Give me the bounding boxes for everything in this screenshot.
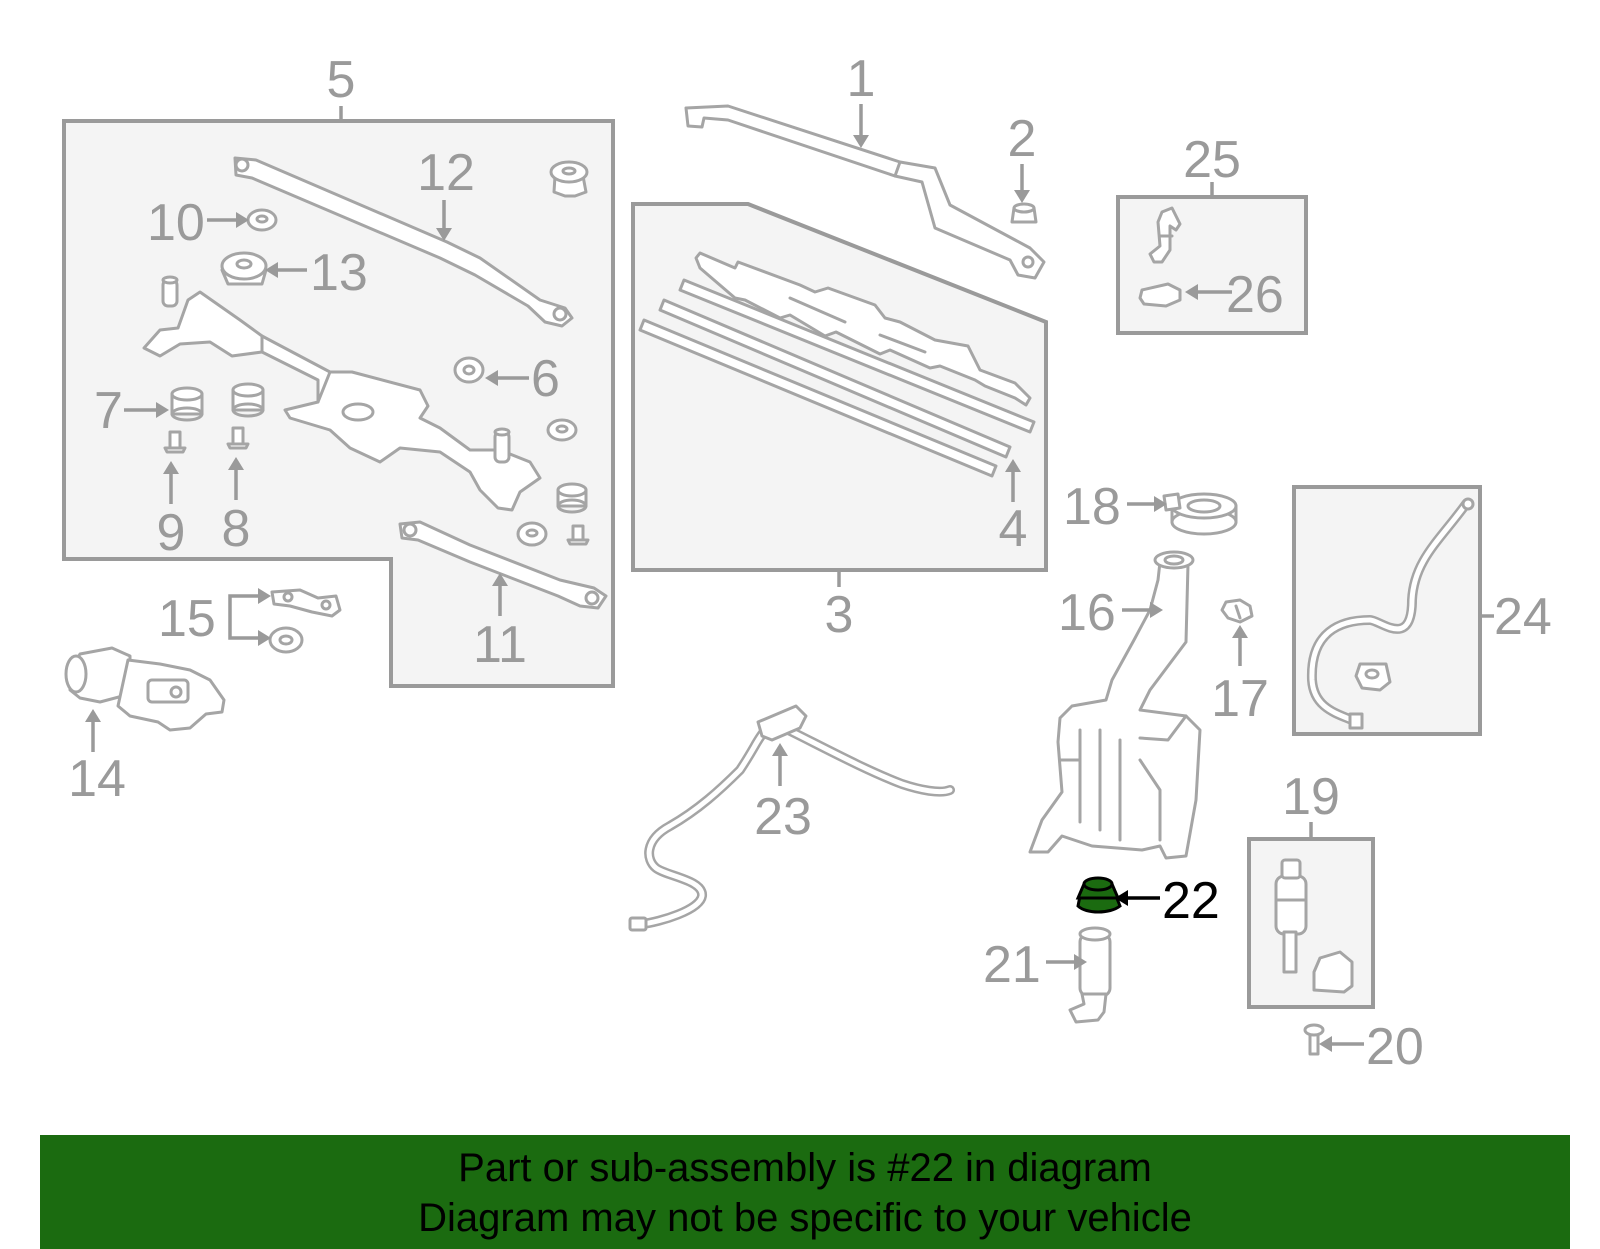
bushing-part-7 — [170, 386, 204, 422]
label-part-4: 4 — [999, 500, 1028, 558]
wiper-blade-part-3 — [638, 251, 1036, 478]
label-part-17: 17 — [1211, 670, 1269, 728]
bolt-part-9 — [163, 430, 187, 454]
bushing-part-7b — [231, 382, 265, 418]
linkage-rod-part-12 — [233, 156, 574, 328]
hose-part-24 — [1306, 497, 1475, 730]
grommet-part-13 — [220, 251, 268, 286]
grommet-top-right — [549, 160, 589, 198]
hose-part-23 — [628, 704, 955, 932]
wiper-linkage-frame — [142, 275, 542, 512]
label-part-9: 9 — [157, 504, 186, 562]
bushing-right — [556, 482, 588, 514]
label-part-5: 5 — [327, 51, 356, 109]
label-part-21: 21 — [983, 936, 1041, 994]
cap-part-2 — [1010, 202, 1038, 224]
label-part-11: 11 — [473, 616, 527, 674]
bolt-part-17 — [1220, 598, 1254, 624]
label-part-16: 16 — [1058, 584, 1116, 642]
bolt-right — [566, 524, 590, 546]
label-part-25: 25 — [1183, 131, 1241, 189]
nut-right-1 — [546, 418, 578, 442]
washer-reservoir-part-16 — [1028, 550, 1202, 860]
wiper-arm-part-1 — [684, 104, 1046, 280]
bracket-part-25 — [1148, 206, 1182, 264]
label-part-26: 26 — [1226, 266, 1284, 324]
label-part-13: 13 — [310, 244, 368, 302]
nut-part-6 — [453, 356, 485, 384]
label-part-14: 14 — [68, 750, 126, 808]
label-part-10: 10 — [147, 194, 205, 252]
label-part-8: 8 — [222, 500, 251, 558]
bracket-part-15 — [270, 588, 342, 618]
label-part-12: 12 — [417, 144, 475, 202]
label-part-2: 2 — [1008, 110, 1037, 168]
grommet-part-10 — [246, 208, 278, 232]
grommet-part-15 — [268, 626, 304, 654]
screw-part-20 — [1303, 1023, 1325, 1056]
label-part-22: 22 — [1162, 872, 1220, 930]
group-box-25 — [1116, 195, 1308, 335]
grommet-part-22-highlighted — [1075, 876, 1122, 914]
banner-line-part-number: Part or sub-assembly is #22 in diagram — [458, 1146, 1152, 1190]
linkage-rod-part-11 — [398, 520, 608, 610]
label-part-1: 1 — [847, 50, 876, 108]
bolt-part-8 — [226, 426, 250, 450]
washer-motor-part-21 — [1068, 926, 1112, 1024]
label-part-19: 19 — [1282, 768, 1340, 826]
washer-pump-part-19 — [1274, 858, 1354, 994]
label-part-7: 7 — [94, 382, 123, 440]
clip-part-26 — [1138, 282, 1182, 308]
nut-right-2 — [516, 521, 548, 547]
label-part-23: 23 — [754, 788, 812, 846]
label-part-6: 6 — [531, 350, 560, 408]
label-part-15: 15 — [158, 590, 216, 648]
label-part-24: 24 — [1494, 588, 1552, 646]
label-part-20: 20 — [1366, 1018, 1424, 1076]
info-banner: Part or sub-assembly is #22 in diagram D… — [40, 1135, 1570, 1249]
label-part-3: 3 — [825, 586, 854, 644]
banner-line-disclaimer: Diagram may not be specific to your vehi… — [418, 1196, 1192, 1240]
wiper-motor-part-14 — [64, 646, 226, 732]
seal-part-18 — [1162, 492, 1238, 536]
group-box-19 — [1247, 837, 1375, 1009]
label-part-18: 18 — [1063, 478, 1121, 536]
